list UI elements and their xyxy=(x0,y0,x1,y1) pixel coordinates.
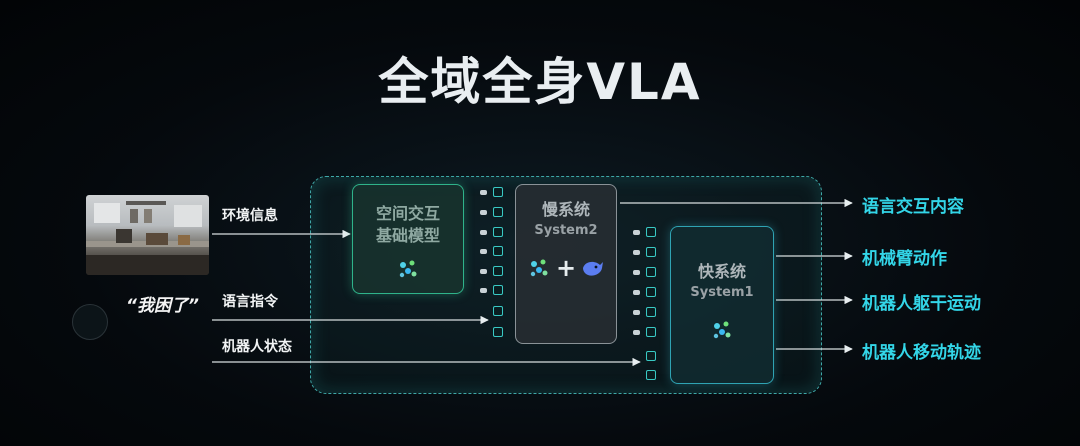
token-slot xyxy=(646,327,656,337)
token-slot xyxy=(493,187,503,197)
token-arrow-dot xyxy=(480,190,487,195)
token-arrow-dot xyxy=(480,288,487,293)
page-title: 全域全身VLA xyxy=(378,53,702,111)
token-slot xyxy=(493,285,503,295)
output-arm-action: 机械臂动作 xyxy=(862,249,947,269)
spatial-label-line2: 基础模型 xyxy=(375,226,440,245)
fast-system-box: 快系统 System1 xyxy=(670,226,774,384)
token-arrow-dot xyxy=(633,330,640,335)
token-slot xyxy=(493,327,503,337)
token-slot xyxy=(646,267,656,277)
output-language-interaction: 语言交互内容 xyxy=(862,197,964,217)
token-slot xyxy=(493,266,503,276)
token-arrow-dot xyxy=(480,269,487,274)
plus-icon: + xyxy=(555,254,577,282)
input-environment-label: 环境信息 xyxy=(222,208,278,224)
token-arrow-dot xyxy=(633,310,640,315)
model-logo-icon xyxy=(530,259,548,277)
output-torso-motion: 机器人躯干运动 xyxy=(862,294,981,314)
token-slot xyxy=(646,287,656,297)
token-slot xyxy=(493,227,503,237)
token-arrow-dot xyxy=(480,249,487,254)
model-logo-icon xyxy=(399,260,417,278)
slow-system-box: 慢系统 System2 + xyxy=(515,184,617,344)
whale-logo-icon xyxy=(583,261,604,276)
spatial-interaction-model-box: 空间交互 基础模型 xyxy=(352,184,464,294)
token-arrow-dot xyxy=(633,290,640,295)
slow-system-name: 慢系统 xyxy=(541,200,590,219)
token-slot xyxy=(493,207,503,217)
token-arrow-dot xyxy=(633,230,640,235)
token-slot xyxy=(493,246,503,256)
token-slot xyxy=(493,306,503,316)
fast-system-name: 快系统 xyxy=(697,262,746,281)
model-logo-icon xyxy=(713,321,731,339)
token-arrow-dot xyxy=(633,250,640,255)
token-slot xyxy=(646,370,656,380)
token-slot xyxy=(646,247,656,257)
output-move-trajectory: 机器人移动轨迹 xyxy=(862,343,981,363)
token-slot xyxy=(646,307,656,317)
fast-system-sub: System1 xyxy=(690,285,754,300)
token-arrow-dot xyxy=(633,270,640,275)
slow-system-sub: System2 xyxy=(534,223,598,238)
user-avatar xyxy=(72,304,108,340)
environment-photo xyxy=(86,195,209,275)
token-slot xyxy=(646,351,656,361)
token-slot xyxy=(646,227,656,237)
input-robot-state-label: 机器人状态 xyxy=(222,339,292,355)
token-arrow-dot xyxy=(480,210,487,215)
spatial-label-line1: 空间交互 xyxy=(375,204,440,223)
input-quote: “我困了” xyxy=(126,296,199,316)
token-arrow-dot xyxy=(480,230,487,235)
input-language-label: 语言指令 xyxy=(222,294,278,310)
